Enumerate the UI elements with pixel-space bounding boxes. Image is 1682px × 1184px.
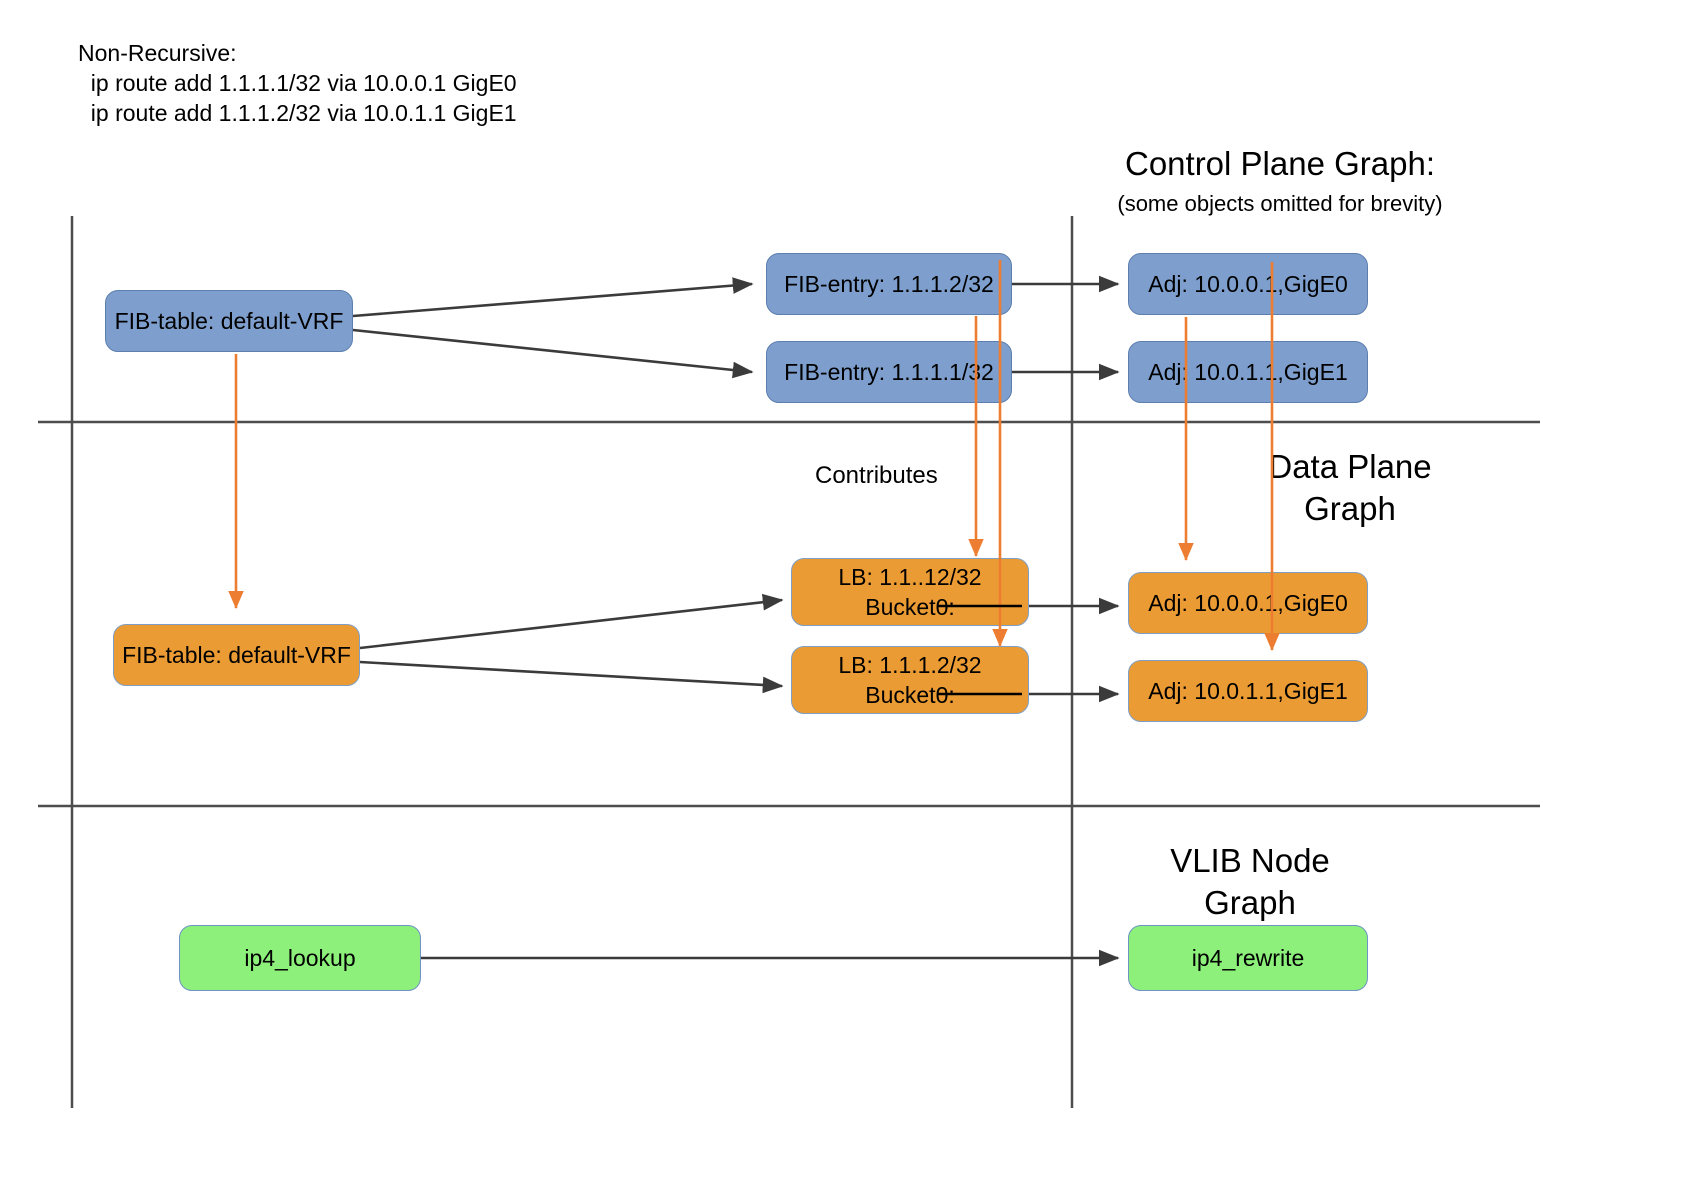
node-cp-adj-10-0-1-1[interactable]: Adj: 10.0.1.1,GigE1 [1128, 341, 1368, 403]
node-dp-adj-10-0-1-1[interactable]: Adj: 10.0.1.1,GigE1 [1128, 660, 1368, 722]
header-title: Non-Recursive: [78, 40, 237, 66]
node-dp-lb-bucket-0[interactable]: LB: 1.1..12/32 Bucket0: [791, 558, 1029, 626]
node-cp-fib-entry-1-1-1-1[interactable]: FIB-entry: 1.1.1.1/32 [766, 341, 1012, 403]
node-cp-fib-entry-1-1-1-2[interactable]: FIB-entry: 1.1.1.2/32 [766, 253, 1012, 315]
node-vlib-ip4-lookup[interactable]: ip4_lookup [179, 925, 421, 991]
data-plane-title-line2: Graph [1304, 490, 1396, 527]
node-label: FIB-table: default-VRF [114, 308, 344, 334]
node-label-line2: Bucket0: [865, 682, 955, 708]
data-plane-title-line1: Data Plane [1268, 448, 1432, 485]
node-label: ip4_lookup [244, 945, 356, 971]
header-route-1: ip route add 1.1.1.1/32 via 10.0.0.1 Gig… [78, 70, 517, 96]
node-label: Adj: 10.0.0.1,GigE0 [1148, 590, 1348, 616]
node-dp-adj-10-0-0-1[interactable]: Adj: 10.0.0.1,GigE0 [1128, 572, 1368, 634]
control-plane-title: Control Plane Graph: [1124, 145, 1435, 182]
node-label: ip4_rewrite [1191, 945, 1305, 971]
vlib-title-line1: VLIB Node [1170, 842, 1330, 879]
contributes-label: Contributes [815, 462, 938, 489]
node-label-line2: Bucket0: [865, 594, 955, 620]
node-label: Adj: 10.0.0.1,GigE0 [1148, 271, 1348, 297]
node-label-line1: LB: 1.1..12/32 [838, 564, 982, 590]
node-label: Adj: 10.0.1.1,GigE1 [1148, 359, 1348, 385]
control-plane-subtitle: (some objects omitted for brevity) [1117, 191, 1443, 216]
vlib-title-line2: Graph [1204, 884, 1296, 921]
node-dp-fib-table[interactable]: FIB-table: default-VRF [113, 624, 360, 686]
node-label: FIB-entry: 1.1.1.2/32 [784, 271, 994, 297]
node-label: FIB-entry: 1.1.1.1/32 [784, 359, 994, 385]
node-label: FIB-table: default-VRF [122, 642, 351, 668]
node-label: Adj: 10.0.1.1,GigE1 [1148, 678, 1348, 704]
node-cp-fib-table[interactable]: FIB-table: default-VRF [105, 290, 353, 352]
node-vlib-ip4-rewrite[interactable]: ip4_rewrite [1128, 925, 1368, 991]
node-cp-adj-10-0-0-1[interactable]: Adj: 10.0.0.1,GigE0 [1128, 253, 1368, 315]
node-label-line1: LB: 1.1.1.2/32 [838, 652, 982, 678]
header-route-2: ip route add 1.1.1.2/32 via 10.0.1.1 Gig… [78, 100, 517, 126]
node-dp-lb-bucket-1[interactable]: LB: 1.1.1.2/32 Bucket0: [791, 646, 1029, 714]
